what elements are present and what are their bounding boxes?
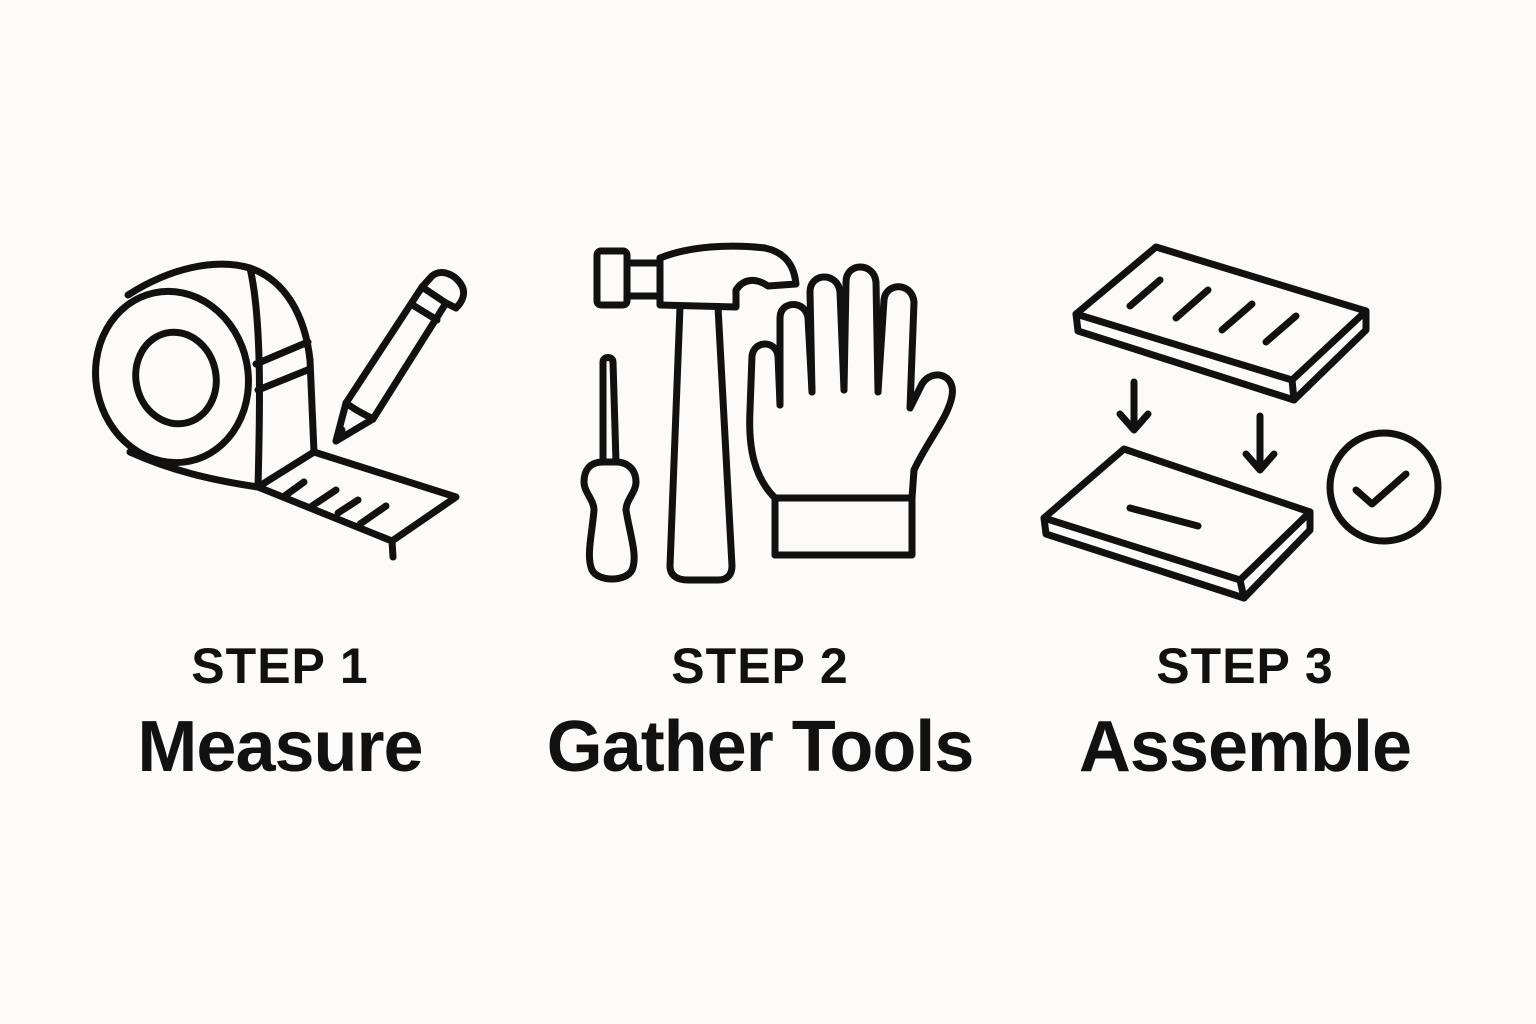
screwdriver-icon xyxy=(580,354,640,583)
step-2-illustration xyxy=(580,242,956,584)
step-1-title: Measure xyxy=(137,707,423,787)
hammer-icon xyxy=(593,242,800,584)
step-3-title: Assemble xyxy=(1078,707,1412,787)
tape-measure-icon xyxy=(92,260,460,561)
wood-board-icon xyxy=(1040,445,1314,602)
step-2-title: Gather Tools xyxy=(546,707,975,787)
step-1-illustration xyxy=(92,260,468,561)
step-3-number: STEP 3 xyxy=(1156,638,1334,694)
arrow-down-icon xyxy=(1116,378,1152,434)
step-1-number: STEP 1 xyxy=(191,638,369,694)
step-3-panel: STEP 3 Assemble xyxy=(1030,0,1460,1024)
step-1-panel: STEP 1 Measure xyxy=(80,0,480,1024)
step-2-number: STEP 2 xyxy=(671,638,849,694)
glove-icon xyxy=(746,263,956,559)
pencil-icon xyxy=(332,269,468,445)
checkmark-circle-icon xyxy=(1326,429,1442,545)
step-2-panel: STEP 2 Gather Tools xyxy=(540,0,980,1024)
arrow-down-icon xyxy=(1242,412,1278,474)
wood-board-icon xyxy=(1072,243,1370,404)
step-3-illustration xyxy=(1040,243,1442,602)
